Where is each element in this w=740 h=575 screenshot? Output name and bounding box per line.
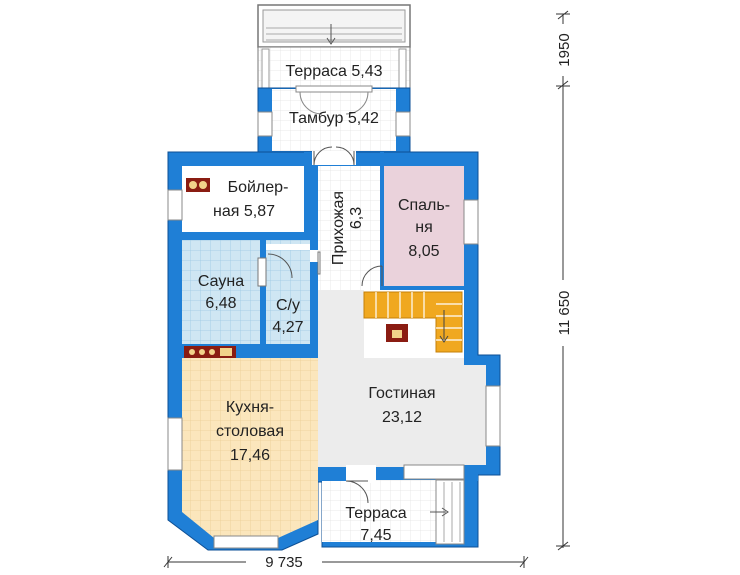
wc-label: С/у xyxy=(276,297,300,314)
bedroom-label-line2: ня xyxy=(415,219,433,236)
kitchen-area-label: 17,46 xyxy=(230,447,270,464)
terrace-bottom-label: Терраса xyxy=(345,505,406,522)
sauna-area-label: 6,48 xyxy=(205,295,236,312)
bedroom-area-label: 8,05 xyxy=(408,243,439,260)
terrace-top-label: Терраса 5,43 xyxy=(286,63,383,80)
hall-area-label: 6,3 xyxy=(348,207,365,229)
living-label: Гостиная xyxy=(368,385,435,402)
boiler-appliance xyxy=(186,178,210,192)
main-height-dimension-label: 11 650 xyxy=(556,291,573,336)
bedroom-label-line1: Спаль- xyxy=(398,197,450,214)
entry-arrowhead xyxy=(326,37,336,45)
terrace-height-dimension-label: 1950 xyxy=(556,33,573,66)
dimension-width xyxy=(163,556,529,568)
kitchen-stove xyxy=(184,346,236,358)
wc-area-label: 4,27 xyxy=(272,319,303,336)
terrace-top xyxy=(257,4,411,90)
sauna-label: Сауна xyxy=(198,273,244,290)
doors xyxy=(257,85,383,504)
boiler-label: Бойлер- xyxy=(228,179,289,196)
fireplace xyxy=(386,324,408,342)
kitchen-label-line1: Кухня- xyxy=(226,399,274,416)
terrace-bottom-railing xyxy=(430,479,465,545)
kitchen-label-line2: столовая xyxy=(216,423,284,440)
living-area-label: 23,12 xyxy=(382,409,422,426)
windows xyxy=(167,111,501,549)
width-dimension-label: 9 735 xyxy=(265,554,303,571)
tambur-label: Тамбур 5,42 xyxy=(289,110,379,127)
hall-name-label: Прихожая xyxy=(330,191,347,265)
staircase xyxy=(363,290,464,358)
boiler-label-line2: ная 5,87 xyxy=(213,203,275,220)
terrace-bottom-area-label: 7,45 xyxy=(360,527,391,544)
